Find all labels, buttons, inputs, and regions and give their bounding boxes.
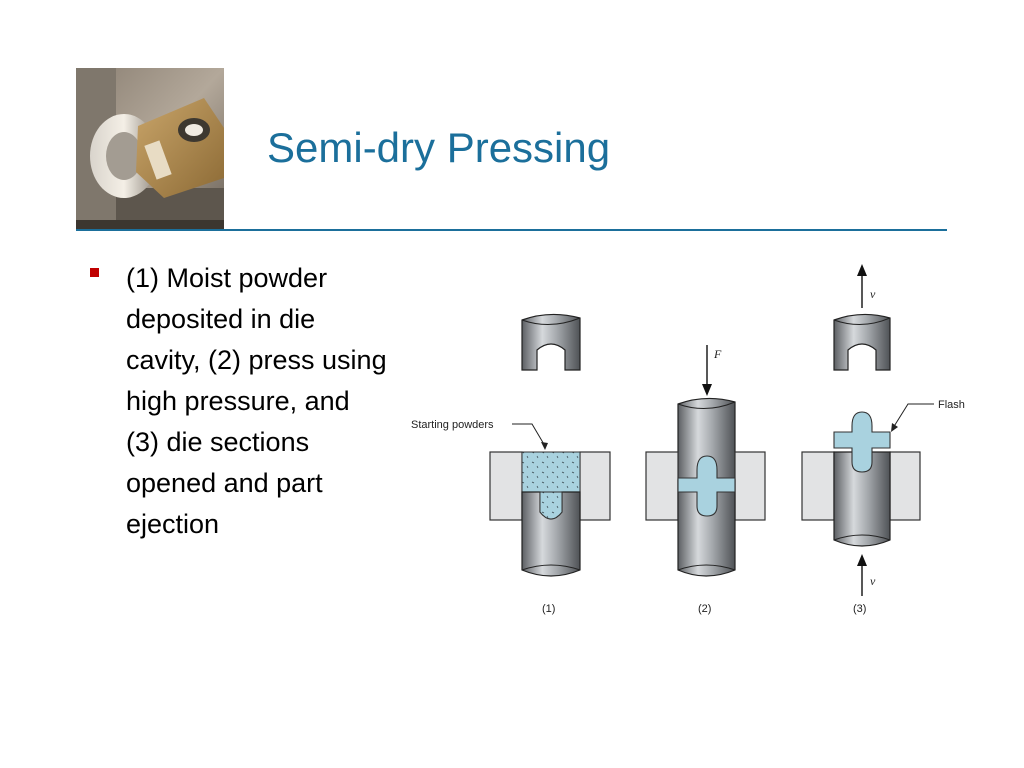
- die-left-3: [801, 451, 835, 521]
- powder-fill-1: [521, 451, 581, 493]
- step-label-3: (3): [853, 603, 866, 615]
- semi-dry-pressing-diagram: Starting powders (1) F (2) v: [411, 264, 965, 615]
- title-divider: [76, 229, 947, 231]
- force-label: F: [713, 347, 722, 361]
- die-left-1: [489, 451, 523, 521]
- velocity-label-top: v: [870, 287, 876, 301]
- bullet-text: (1) Moist powder deposited in die cavity…: [126, 263, 387, 539]
- die-left-2: [645, 451, 679, 521]
- upper-punch-1: [521, 313, 581, 371]
- die-right-1: [579, 451, 611, 521]
- velocity-label-bottom: v: [870, 574, 876, 588]
- step-label-2: (2): [698, 603, 711, 615]
- bullet-list: (1) Moist powder deposited in die cavity…: [88, 258, 388, 545]
- slide-title: Semi-dry Pressing: [267, 124, 611, 171]
- die-right-2: [734, 451, 766, 521]
- die-right-3: [889, 451, 921, 521]
- bullet-item: (1) Moist powder deposited in die cavity…: [88, 258, 388, 545]
- starting-powders-label: Starting powders: [411, 419, 494, 431]
- stage-2: F (2): [645, 345, 766, 615]
- upper-punch-3: [833, 313, 891, 371]
- stage-1: Starting powders (1): [411, 313, 611, 615]
- stage-3: v Flash v (3): [801, 264, 965, 615]
- flash-label: Flash: [938, 399, 965, 411]
- square-bullet-icon: [90, 268, 99, 277]
- ejected-part-3: [833, 411, 891, 473]
- leader-line-powders: [512, 423, 546, 447]
- pressed-part-2: [677, 455, 736, 517]
- ceramic-press-photo: [76, 68, 224, 230]
- leader-line-flash: [892, 403, 934, 429]
- step-label-1: (1): [542, 603, 555, 615]
